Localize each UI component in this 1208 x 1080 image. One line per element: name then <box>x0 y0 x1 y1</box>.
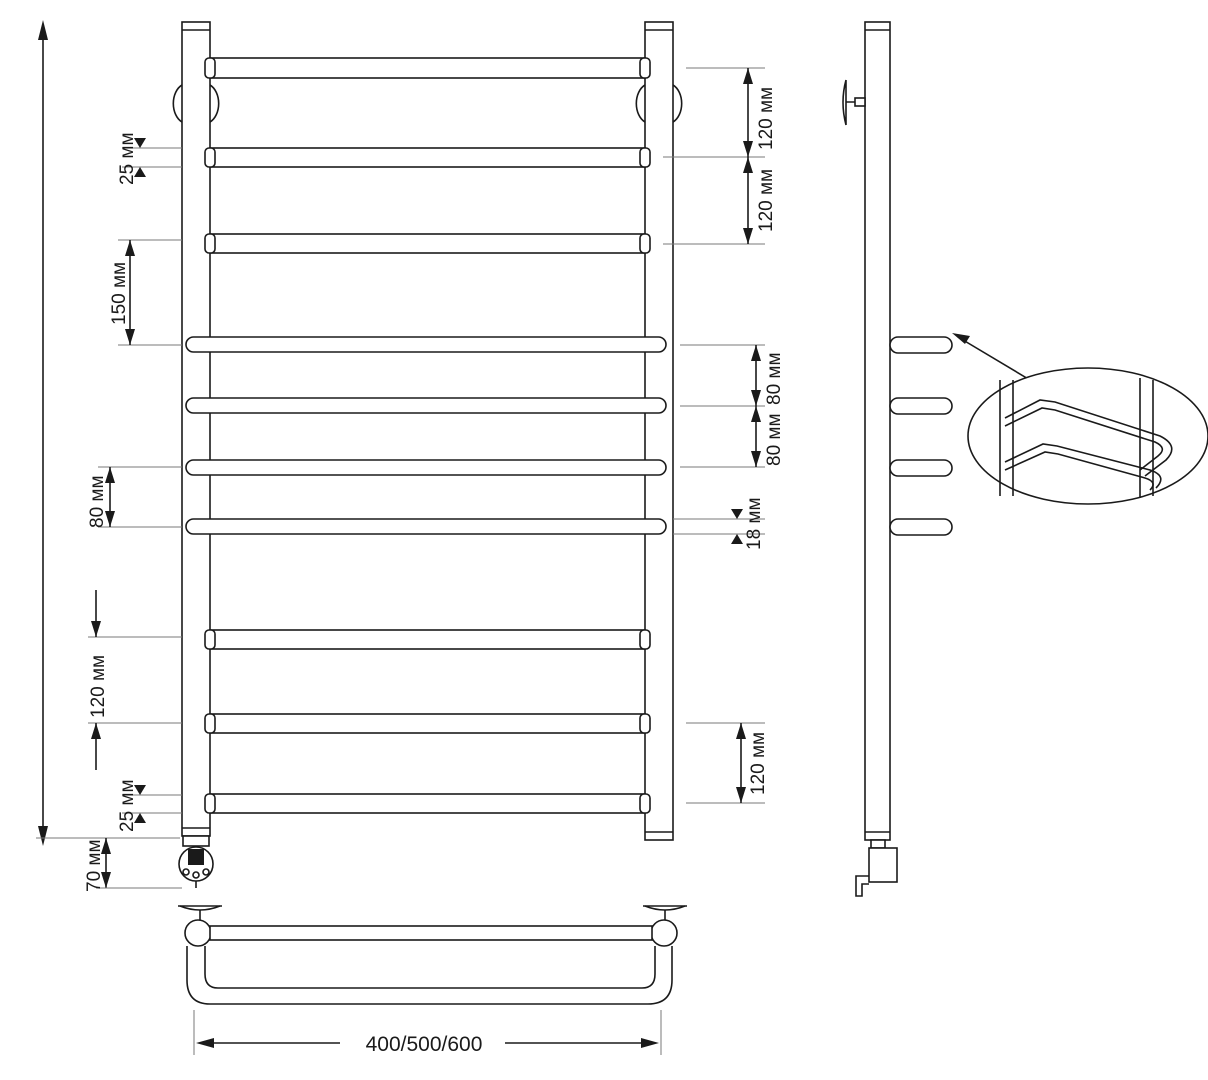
label-120mm-right-3: 120 мм <box>748 732 769 795</box>
front-view <box>36 20 765 889</box>
left-dimension-arrows <box>91 138 182 889</box>
side-heater <box>855 839 898 897</box>
shelf-detail-callout <box>952 333 1208 505</box>
label-width: 400/500/600 <box>366 1033 483 1056</box>
right-wall-bracket <box>635 84 646 123</box>
label-25mm-top: 25 мм <box>117 132 138 185</box>
label-150mm: 150 мм <box>109 262 130 325</box>
inner-rungs <box>204 57 651 814</box>
shelf-rungs <box>185 336 667 535</box>
side-view <box>842 21 953 897</box>
side-shelf-stubs <box>889 336 953 536</box>
side-wall-bracket <box>842 79 847 126</box>
extension-lines-right <box>663 67 765 804</box>
label-120mm-right-2: 120 мм <box>756 169 777 232</box>
bottom-view <box>178 905 687 1055</box>
heating-element <box>178 835 214 888</box>
label-80mm-left: 80 мм <box>87 475 108 528</box>
label-120mm-left: 120 мм <box>88 655 109 718</box>
left-post <box>181 21 211 837</box>
dimension-labels: 25 мм 150 мм 80 мм 120 мм 25 мм 70 мм 12… <box>84 87 785 1056</box>
label-70mm: 70 мм <box>84 839 105 892</box>
label-120mm-right-1: 120 мм <box>756 87 777 150</box>
label-80mm-right-1: 80 мм <box>764 352 785 405</box>
side-post <box>864 21 891 841</box>
right-dimension-arrows <box>731 68 761 803</box>
left-wall-bracket <box>172 84 183 123</box>
overall-height-dimension <box>36 20 180 846</box>
label-25mm-bottom: 25 мм <box>117 779 138 832</box>
label-80mm-right-2: 80 мм <box>764 413 785 466</box>
label-18mm: 18 мм <box>744 497 765 550</box>
extension-lines-left <box>88 147 182 814</box>
